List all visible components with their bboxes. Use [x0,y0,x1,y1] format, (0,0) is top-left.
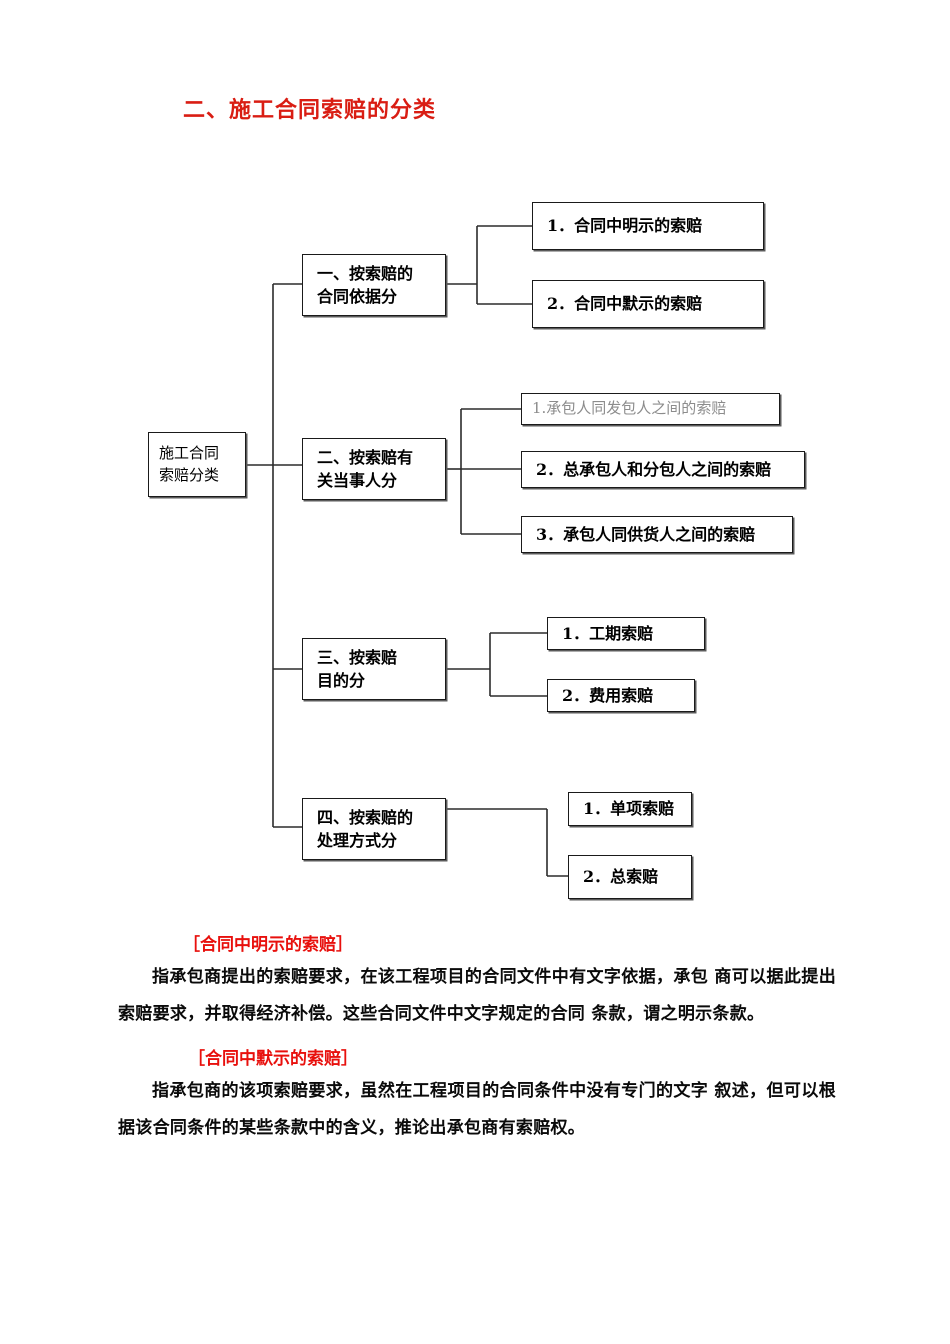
node-branch-1-child-1[interactable]: 1．合同中明示的索赔 [532,202,764,250]
article-body: ［合同中明示的索赔］ 指承包商提出的索赔要求，在该工程项目的合同文件中有文字依据… [118,930,836,1146]
classification-tree-diagram: 施工合同 索赔分类 一、按索赔的 合同依据分 1．合同中明示的索赔 2．合同中默… [148,202,805,899]
node-branch-3[interactable]: 三、按索赔 目的分 [302,638,446,700]
node-branch-3-child-2[interactable]: 2．费用索赔 [547,679,695,712]
node-branch-1-child-2-label: 2．合同中默示的索赔 [547,294,703,314]
node-branch-2-child-3-label: 3．承包人同供货人之间的索赔 [536,524,756,544]
node-branch-1-line-2: 合同依据分 [317,287,398,306]
node-branch-4-child-1[interactable]: 1．单项索赔 [568,792,692,826]
node-branch-3-line-2: 目的分 [317,671,366,690]
node-branch-3-child-2-label: 2．费用索赔 [562,685,654,705]
node-branch-4-child-1-label: 1．单项索赔 [583,799,675,819]
node-branch-2-child-2[interactable]: 2．总承包人和分包人之间的索赔 [521,451,805,488]
node-branch-1-child-2[interactable]: 2．合同中默示的索赔 [532,280,764,328]
node-branch-1-line-1: 一、按索赔的 [317,263,414,283]
node-branch-2[interactable]: 二、按索赔有 关当事人分 [302,438,446,500]
node-root-line-1: 施工合同 [159,443,220,462]
node-branch-3-child-1-label: 1．工期索赔 [562,623,654,643]
node-branch-4-child-2[interactable]: 2．总索赔 [568,855,692,899]
node-branch-2-line-2: 关当事人分 [317,471,398,490]
tree-connector-lines [246,225,568,877]
node-branch-4-line-2: 处理方式分 [317,831,398,850]
section-paragraph-express-claim: 指承包商提出的索赔要求，在该工程项目的合同文件中有文字依据，承包 商可以据此提出… [118,967,836,1024]
node-branch-2-line-1: 二、按索赔有 [317,447,414,467]
node-branch-2-child-1[interactable]: 1.承包人同发包人之间的索赔 [521,393,780,425]
node-branch-1-child-1-label: 1．合同中明示的索赔 [547,216,703,236]
node-branch-3-line-1: 三、按索赔 [317,647,398,667]
section-heading-implied-claim: ［合同中默示的索赔］ [188,1049,358,1070]
node-branch-4[interactable]: 四、按索赔的 处理方式分 [302,798,446,860]
node-branch-3-child-1[interactable]: 1．工期索赔 [547,617,705,650]
page-title: 二、施工合同索赔的分类 [183,97,437,123]
node-root-line-2: 索赔分类 [159,465,220,484]
section-paragraph-implied-claim: 指承包商的该项索赔要求，虽然在工程项目的合同条件中没有专门的文字 叙述，但可以根… [118,1081,836,1138]
node-branch-2-child-2-label: 2．总承包人和分包人之间的索赔 [536,459,772,479]
node-branch-1[interactable]: 一、按索赔的 合同依据分 [302,254,446,316]
section-heading-express-claim: ［合同中明示的索赔］ [183,935,353,955]
node-branch-4-child-2-label: 2．总索赔 [583,867,659,887]
node-branch-4-line-1: 四、按索赔的 [317,807,414,827]
node-root[interactable]: 施工合同 索赔分类 [148,432,246,497]
node-branch-2-child-3[interactable]: 3．承包人同供货人之间的索赔 [521,516,793,553]
node-branch-2-child-1-label: 1.承包人同发包人之间的索赔 [532,399,727,418]
